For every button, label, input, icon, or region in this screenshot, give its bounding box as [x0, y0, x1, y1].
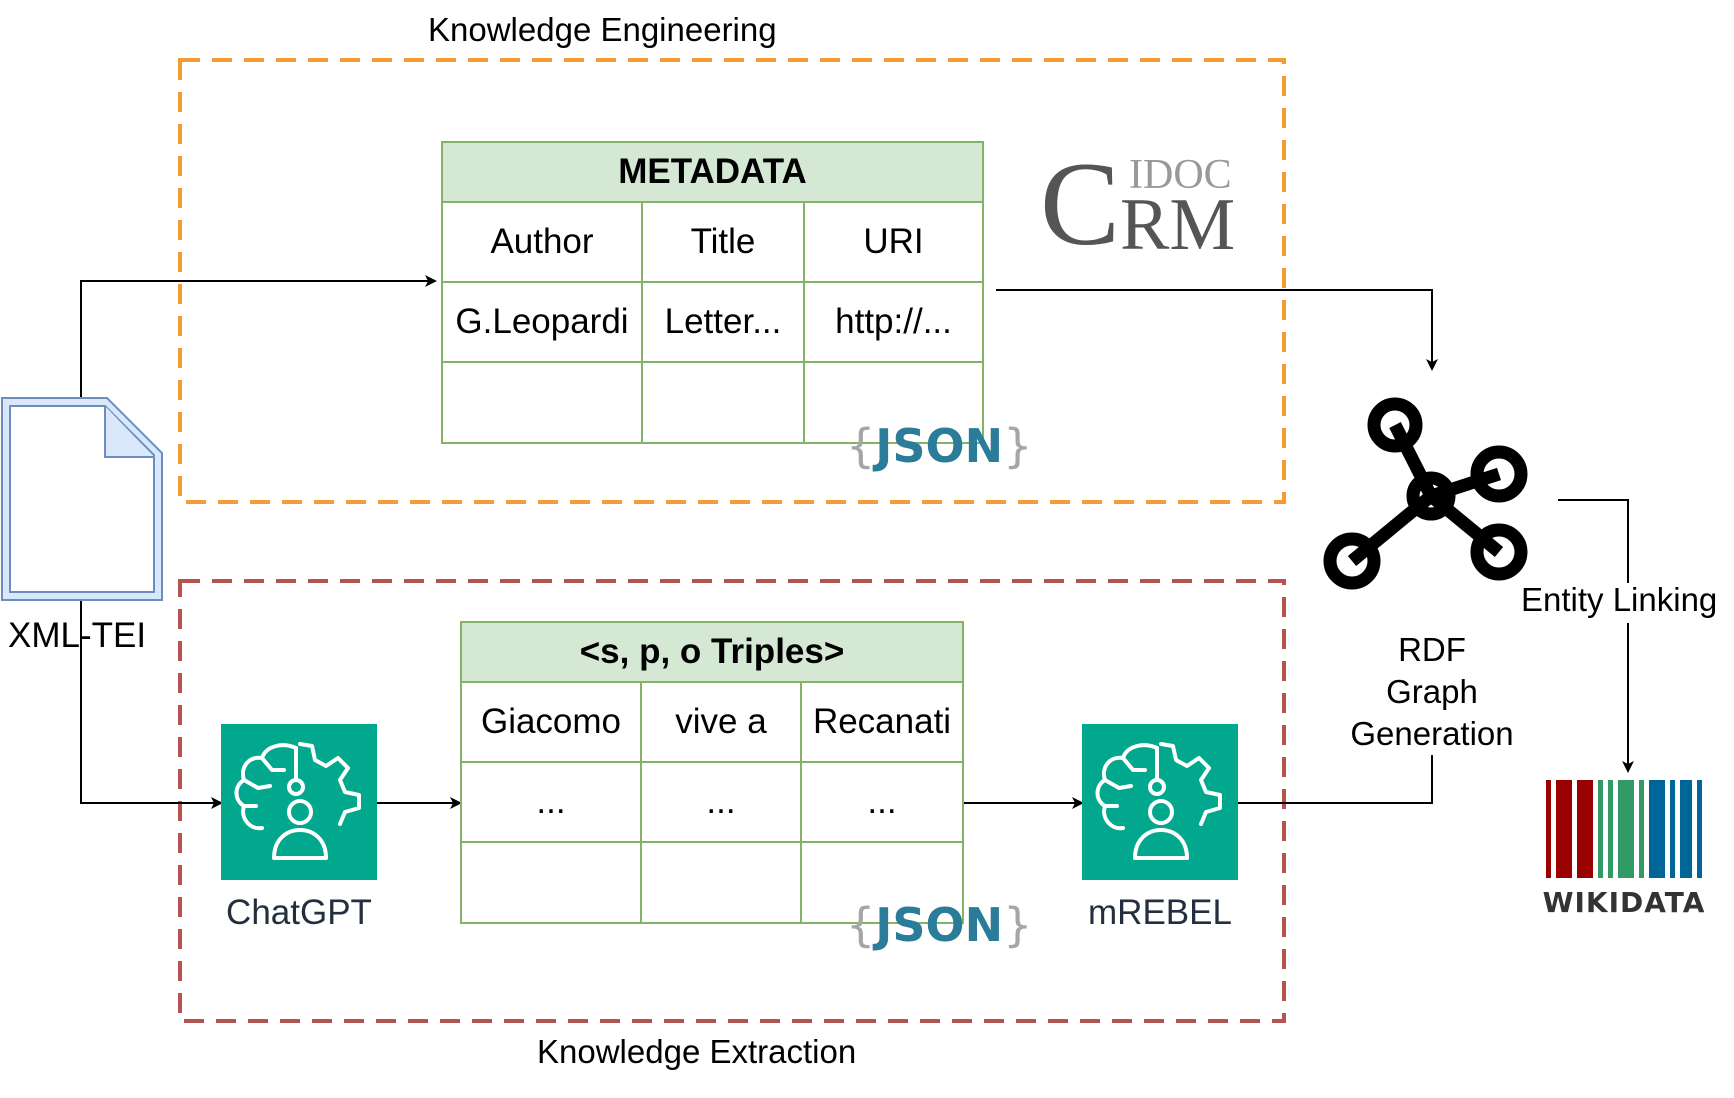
metadata-header-author: Author [441, 201, 643, 283]
metadata-cell: http://... [802, 281, 985, 363]
chatgpt-icon [221, 724, 377, 880]
rdf-graph-icon [1323, 397, 1528, 590]
triples-cell: ... [799, 761, 965, 843]
triples-cell [640, 841, 802, 924]
metadata-cell [441, 361, 643, 444]
xml-tei-label: XML-TEI [8, 616, 147, 655]
metadata-title: METADATA [440, 141, 985, 203]
metadata-cell [641, 361, 805, 444]
triples-table: <s, p, o Triples> Giacomo vive a Recanat… [459, 621, 965, 924]
triples-title: <s, p, o Triples> [459, 621, 965, 683]
knowledge-extraction-frame [178, 579, 1286, 1023]
chatgpt-label: ChatGPT [226, 893, 372, 932]
metadata-cell: Letter... [641, 281, 805, 363]
connector-mrebel-to-rdf [1238, 755, 1433, 804]
cidoc-bottom-text: RM [1120, 184, 1236, 266]
mrebel-label: mREBEL [1088, 893, 1232, 932]
document-icon [1, 397, 163, 601]
wikidata-label: WIKIDATA [1543, 886, 1706, 919]
triples-cell: Recanati [799, 681, 965, 763]
triples-cell [799, 841, 965, 924]
metadata-table: METADATA Author Title URI G.Leopardi Let… [440, 141, 985, 444]
knowledge-engineering-title: Knowledge Engineering [428, 11, 777, 48]
cidoc-top-text: IDOC [1129, 152, 1232, 198]
metadata-cell: G.Leopardi [441, 281, 643, 363]
json-badge-triples: {JSON} [846, 898, 1033, 952]
connector-xml-to-metadata [80, 275, 437, 398]
rdf-label-line3: Generation [1350, 715, 1514, 752]
entity-linking-label: Entity Linking [1521, 581, 1718, 618]
triples-cell: ... [460, 761, 642, 843]
metadata-header-title: Title [641, 201, 805, 283]
json-badge-metadata: {JSON} [846, 419, 1033, 473]
metadata-header-uri: URI [802, 201, 985, 283]
cidoc-crm-logo: C IDOC RM [1040, 144, 1240, 266]
rdf-label-line2: Graph [1386, 673, 1478, 710]
wikidata-logo: WIKIDATA [1543, 780, 1706, 919]
triples-cell: vive a [640, 681, 802, 763]
triples-cell [460, 841, 642, 924]
rdf-label: RDF Graph Generation [1322, 629, 1542, 755]
cidoc-big-c: C [1040, 137, 1121, 270]
triples-cell: Giacomo [460, 681, 642, 763]
connector-xml-to-chatgpt [80, 600, 223, 809]
knowledge-extraction-title: Knowledge Extraction [537, 1033, 857, 1070]
mrebel-icon [1082, 724, 1238, 880]
triples-cell: ... [640, 761, 802, 843]
knowledge-engineering-frame [178, 58, 1286, 504]
connector-rdf-to-wikidata [1558, 499, 1629, 589]
connector-metadata-to-rdf [996, 289, 1438, 371]
rdf-label-line1: RDF [1398, 631, 1466, 668]
metadata-cell [802, 361, 985, 444]
